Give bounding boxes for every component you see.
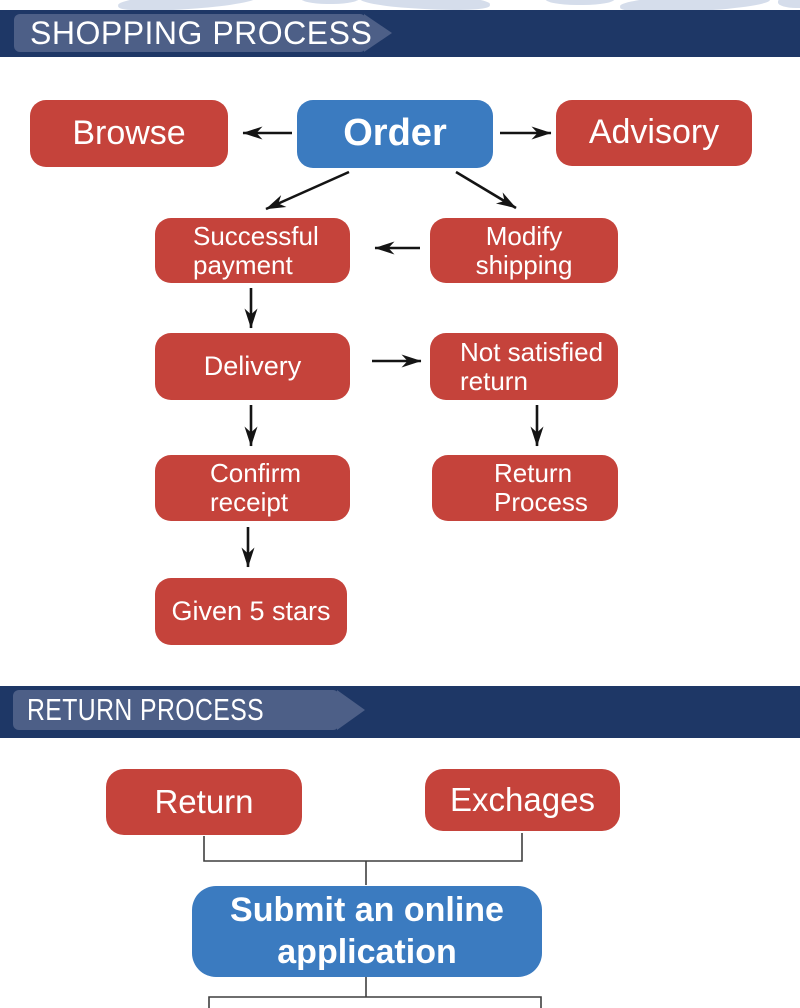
connector-return-exchages-join xyxy=(203,833,523,862)
node-order: Order xyxy=(297,100,493,168)
return-process-banner: RETURN PROCESS xyxy=(0,686,800,738)
node-return-process: Return Process xyxy=(432,455,618,521)
node-modify-shipping-label: Modify shipping xyxy=(475,220,573,280)
node-successful-payment: Successful payment xyxy=(155,218,350,283)
node-confirm-receipt: Confirm receipt xyxy=(155,455,350,521)
arrow-order-to-successful-payment xyxy=(265,170,350,211)
node-exchages-label: Exchages xyxy=(450,780,595,818)
watermark-blob xyxy=(545,0,615,5)
node-modify-shipping: Modify shipping xyxy=(430,218,618,283)
arrow-order-to-modify-shipping xyxy=(455,170,517,210)
node-submit-online-application-label: Submit an online application xyxy=(230,891,504,971)
node-delivery-label: Delivery xyxy=(203,350,302,381)
node-exchages: Exchages xyxy=(425,769,620,831)
node-advisory: Advisory xyxy=(556,100,752,166)
watermark-blob xyxy=(300,0,360,4)
node-given-5-stars-label: Given 5 stars xyxy=(171,595,331,626)
shopping-process-banner: SHOPPING PROCESS xyxy=(0,10,800,57)
banner-pill xyxy=(14,14,366,52)
node-submit-online-application: Submit an online application xyxy=(192,886,542,977)
node-successful-payment-label: Successful payment xyxy=(193,220,319,280)
banner-pill-tip xyxy=(337,690,365,730)
connector-bottom-branch xyxy=(208,996,542,1008)
watermark-blob xyxy=(778,0,800,8)
node-confirm-receipt-label: Confirm receipt xyxy=(210,458,302,517)
node-return: Return xyxy=(106,769,302,835)
node-not-satisfied-return: Not satisfied return xyxy=(430,333,618,400)
node-return-process-label: Return Process xyxy=(494,458,588,517)
node-order-label: Order xyxy=(343,112,447,155)
shopping-process-title: SHOPPING PROCESS xyxy=(30,15,373,51)
node-given-5-stars: Given 5 stars xyxy=(155,578,347,645)
banner-pill xyxy=(13,690,339,730)
return-process-title: RETURN PROCESS xyxy=(27,692,265,727)
node-browse: Browse xyxy=(30,100,228,167)
node-advisory-label: Advisory xyxy=(588,113,720,152)
node-delivery: Delivery xyxy=(155,333,350,400)
node-not-satisfied-return-label: Not satisfied return xyxy=(460,336,604,396)
node-browse-label: Browse xyxy=(72,113,186,152)
node-return-label: Return xyxy=(154,782,254,820)
